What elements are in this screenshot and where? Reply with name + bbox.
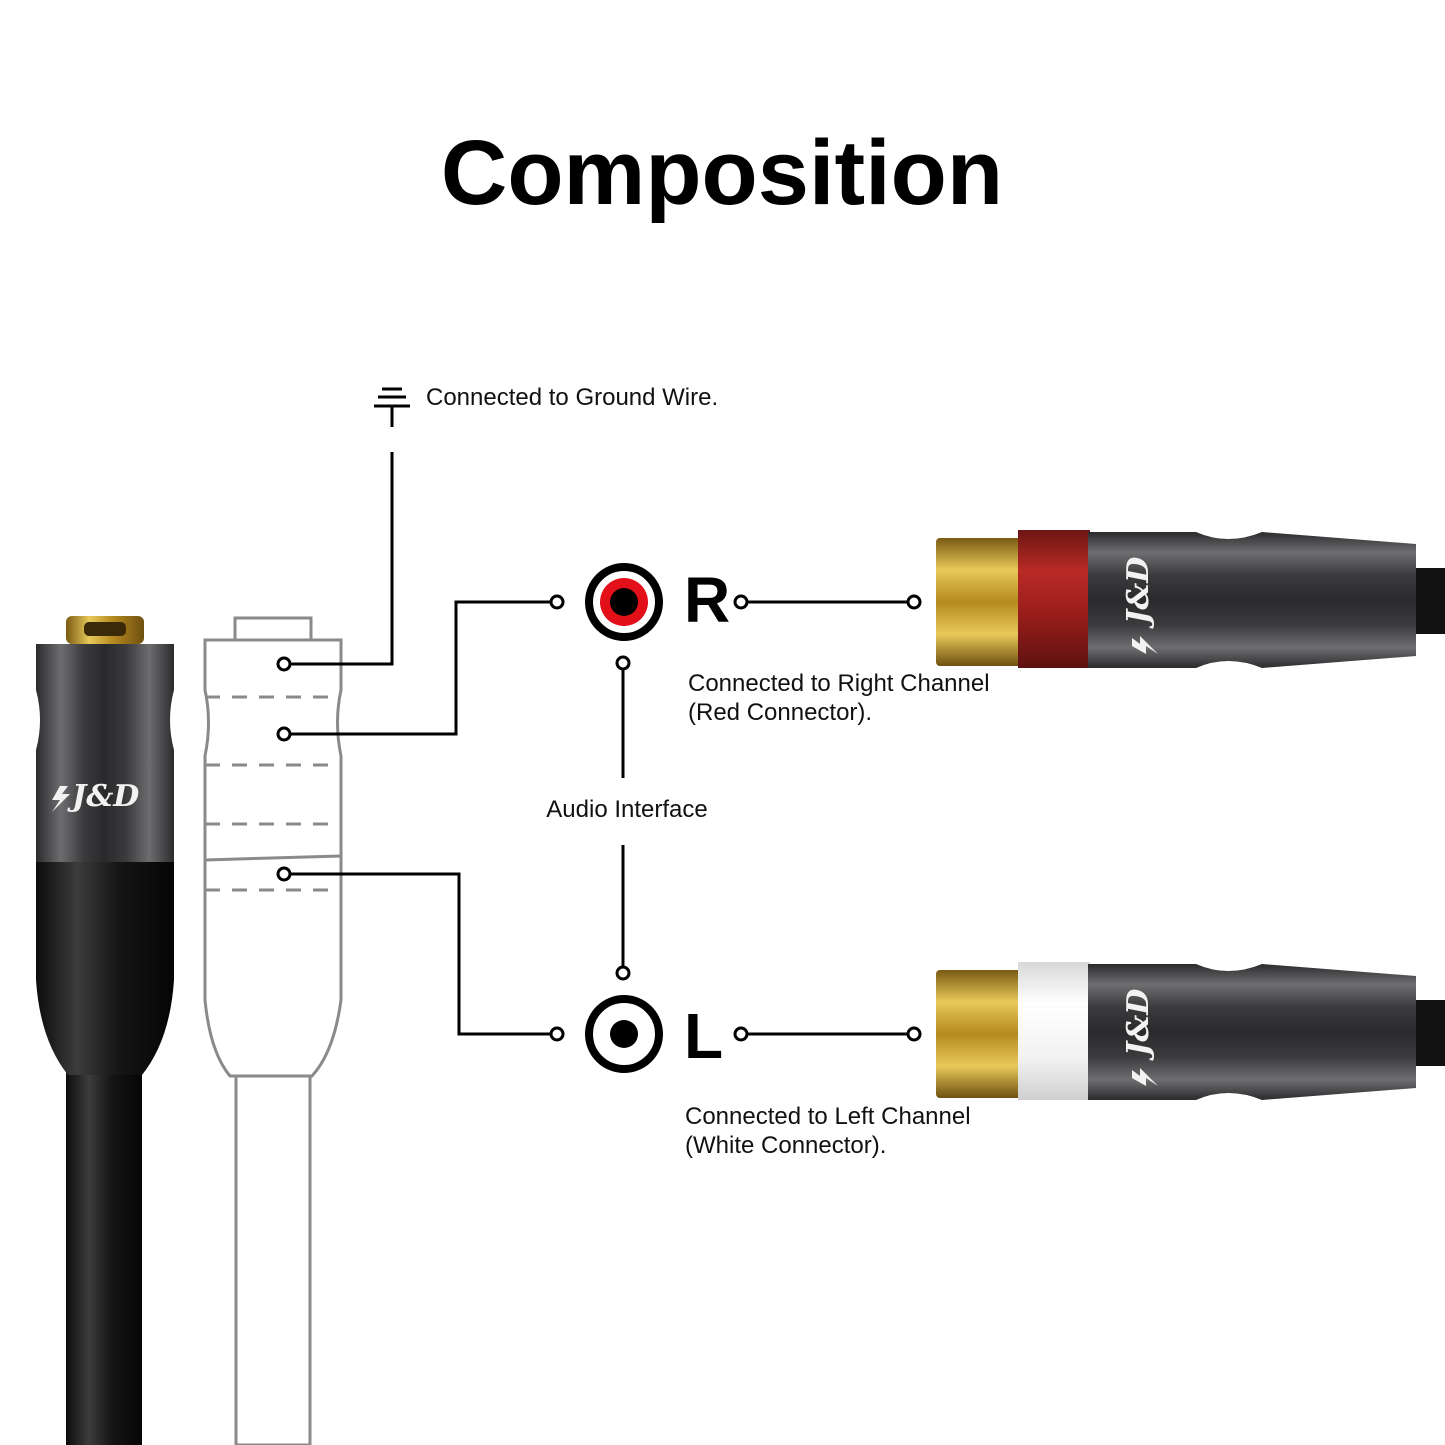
lightning-bolt-icon: [1132, 636, 1158, 654]
left-channel-letter: L: [684, 1000, 723, 1072]
audio-interface-link: [615, 655, 631, 981]
rca-red-gold-tip: [936, 538, 1022, 666]
ground-wire: [276, 452, 394, 672]
rca-connector-red: J&D: [936, 530, 1445, 668]
rca-white-brand: J&D: [1121, 989, 1156, 1061]
jack-black-sleeve: [36, 862, 174, 1075]
rca-jack-white-icon: [585, 995, 663, 1073]
right-channel-letter: R: [684, 564, 730, 636]
ground-icon: [374, 387, 410, 427]
right-channel-wire: [276, 594, 565, 742]
rca-white-housing: [1088, 964, 1416, 1100]
rca-white-band: [1018, 962, 1090, 1100]
plug-schematic: [203, 616, 343, 1445]
right-channel-label-line2: (Red Connector).: [688, 699, 872, 726]
left-channel-label-line2: (White Connector).: [685, 1132, 886, 1159]
female-3-5mm-jack: J&D: [36, 616, 174, 1445]
lightning-bolt-icon: [52, 786, 70, 812]
left-channel-label-line1: Connected to Left Channel: [685, 1103, 971, 1130]
rca-white-gold-tip: [936, 970, 1022, 1098]
rca-red-housing: [1088, 532, 1416, 668]
rca-connector-white: J&D: [936, 962, 1445, 1100]
lightning-bolt-icon: [1132, 1068, 1158, 1086]
page-title: Composition: [441, 122, 1003, 224]
rca-red-brand: J&D: [1121, 557, 1156, 629]
audio-interface-label: Audio Interface: [546, 796, 707, 823]
jack-cable: [66, 1060, 142, 1445]
rca-jack-red-icon: [585, 563, 663, 641]
ground-label: Connected to Ground Wire.: [426, 384, 718, 411]
right-channel-label-line1: Connected to Right Channel: [688, 670, 990, 697]
jack-metal-housing: [36, 644, 174, 862]
left-channel-wire: [276, 866, 565, 1042]
rca-red-band: [1018, 530, 1090, 668]
brand-logo: J&D: [67, 779, 139, 814]
